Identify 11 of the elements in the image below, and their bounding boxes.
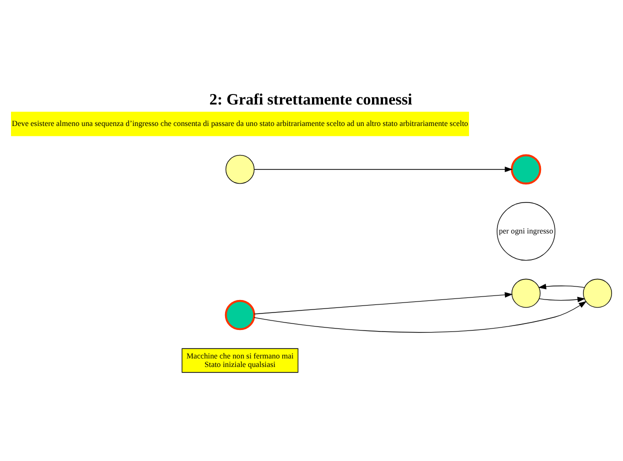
arrow: [254, 166, 513, 172]
node-circle: [226, 154, 255, 184]
arrow: [538, 296, 586, 302]
arrow: [538, 283, 585, 289]
node-circle: [512, 278, 541, 308]
diagram-title: 2: Grafi strettamente connessi: [209, 90, 412, 108]
node-circle: [224, 299, 256, 330]
arrow: [254, 300, 587, 332]
node-circle: [583, 278, 612, 308]
arrow: [254, 292, 513, 314]
node-circle: [510, 154, 542, 184]
